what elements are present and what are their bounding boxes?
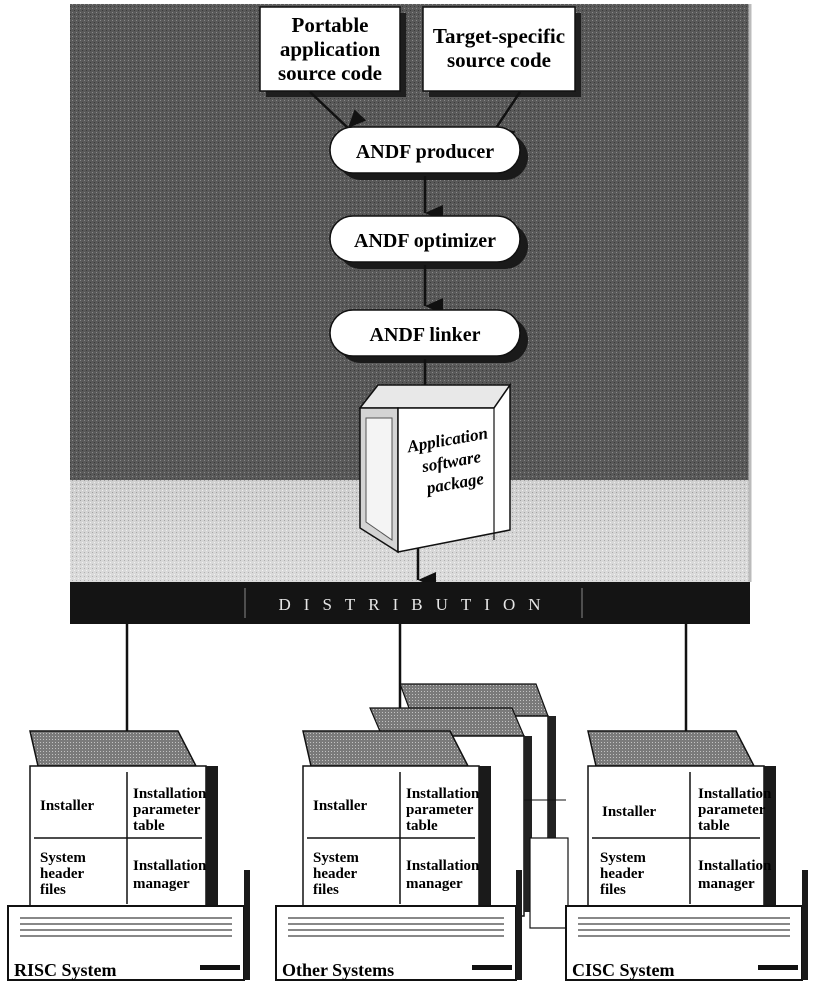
arrow-target-to-producer [494,91,522,145]
cisc-header-3: files [600,882,626,898]
other-label: Other Systems [282,960,394,980]
cisc-manager-1: Installation [698,858,772,874]
distribution-bar: DISTRIBUTION [70,582,750,624]
linker-label: ANDF linker [370,324,481,346]
cisc-system: Installer Installation parameter table S… [565,730,808,981]
cisc-param-3: table [698,818,730,834]
risc-param-3: table [133,818,165,834]
risc-header-1: System [40,850,86,866]
portable-source-line-3: source code [278,61,382,85]
risc-manager-1: Installation [133,858,207,874]
risc-manager-2: manager [133,876,190,892]
other-param-2: parameter [406,802,474,818]
other-manager-2: manager [406,876,463,892]
target-source-line-1: Target-specific [433,24,565,48]
arrow-portable-to-producer [309,91,367,129]
optimizer-pill: ANDF optimizer [329,215,528,269]
risc-installer: Installer [40,798,95,814]
linker-pill: ANDF linker [329,309,528,363]
other-header-2: header [313,866,358,882]
other-header-3: files [313,882,339,898]
cisc-header-1: System [600,850,646,866]
target-source-line-2: source code [447,48,551,72]
portable-source-line-2: application [280,37,381,61]
portable-source-line-1: Portable [292,13,369,37]
risc-param-1: Installation [133,786,207,802]
other-param-3: table [406,818,438,834]
risc-header-3: files [40,882,66,898]
cisc-param-1: Installation [698,786,772,802]
risc-header-2: header [40,866,85,882]
cisc-manager-2: manager [698,876,755,892]
other-manager-1: Installation [406,858,480,874]
risc-label: RISC System [14,960,117,980]
optimizer-label: ANDF optimizer [354,230,496,252]
portable-source-box: Portable application source code [259,6,406,97]
cisc-param-2: parameter [698,802,766,818]
producer-label: ANDF producer [356,141,494,163]
other-header-1: System [313,850,359,866]
producer-pill: ANDF producer [329,126,528,180]
cisc-installer: Installer [602,804,657,820]
risc-param-2: parameter [133,802,201,818]
cisc-header-2: header [600,866,645,882]
cisc-label: CISC System [572,960,675,980]
other-installer: Installer [313,798,368,814]
target-source-box: Target-specific source code [422,6,581,97]
other-param-1: Installation [406,786,480,802]
other-system: Installer Installation parameter table S… [275,730,522,981]
software-package: Application software package [358,382,512,554]
risc-system: Installer Installation parameter table S… [7,730,250,981]
distribution-label: DISTRIBUTION [279,595,554,614]
